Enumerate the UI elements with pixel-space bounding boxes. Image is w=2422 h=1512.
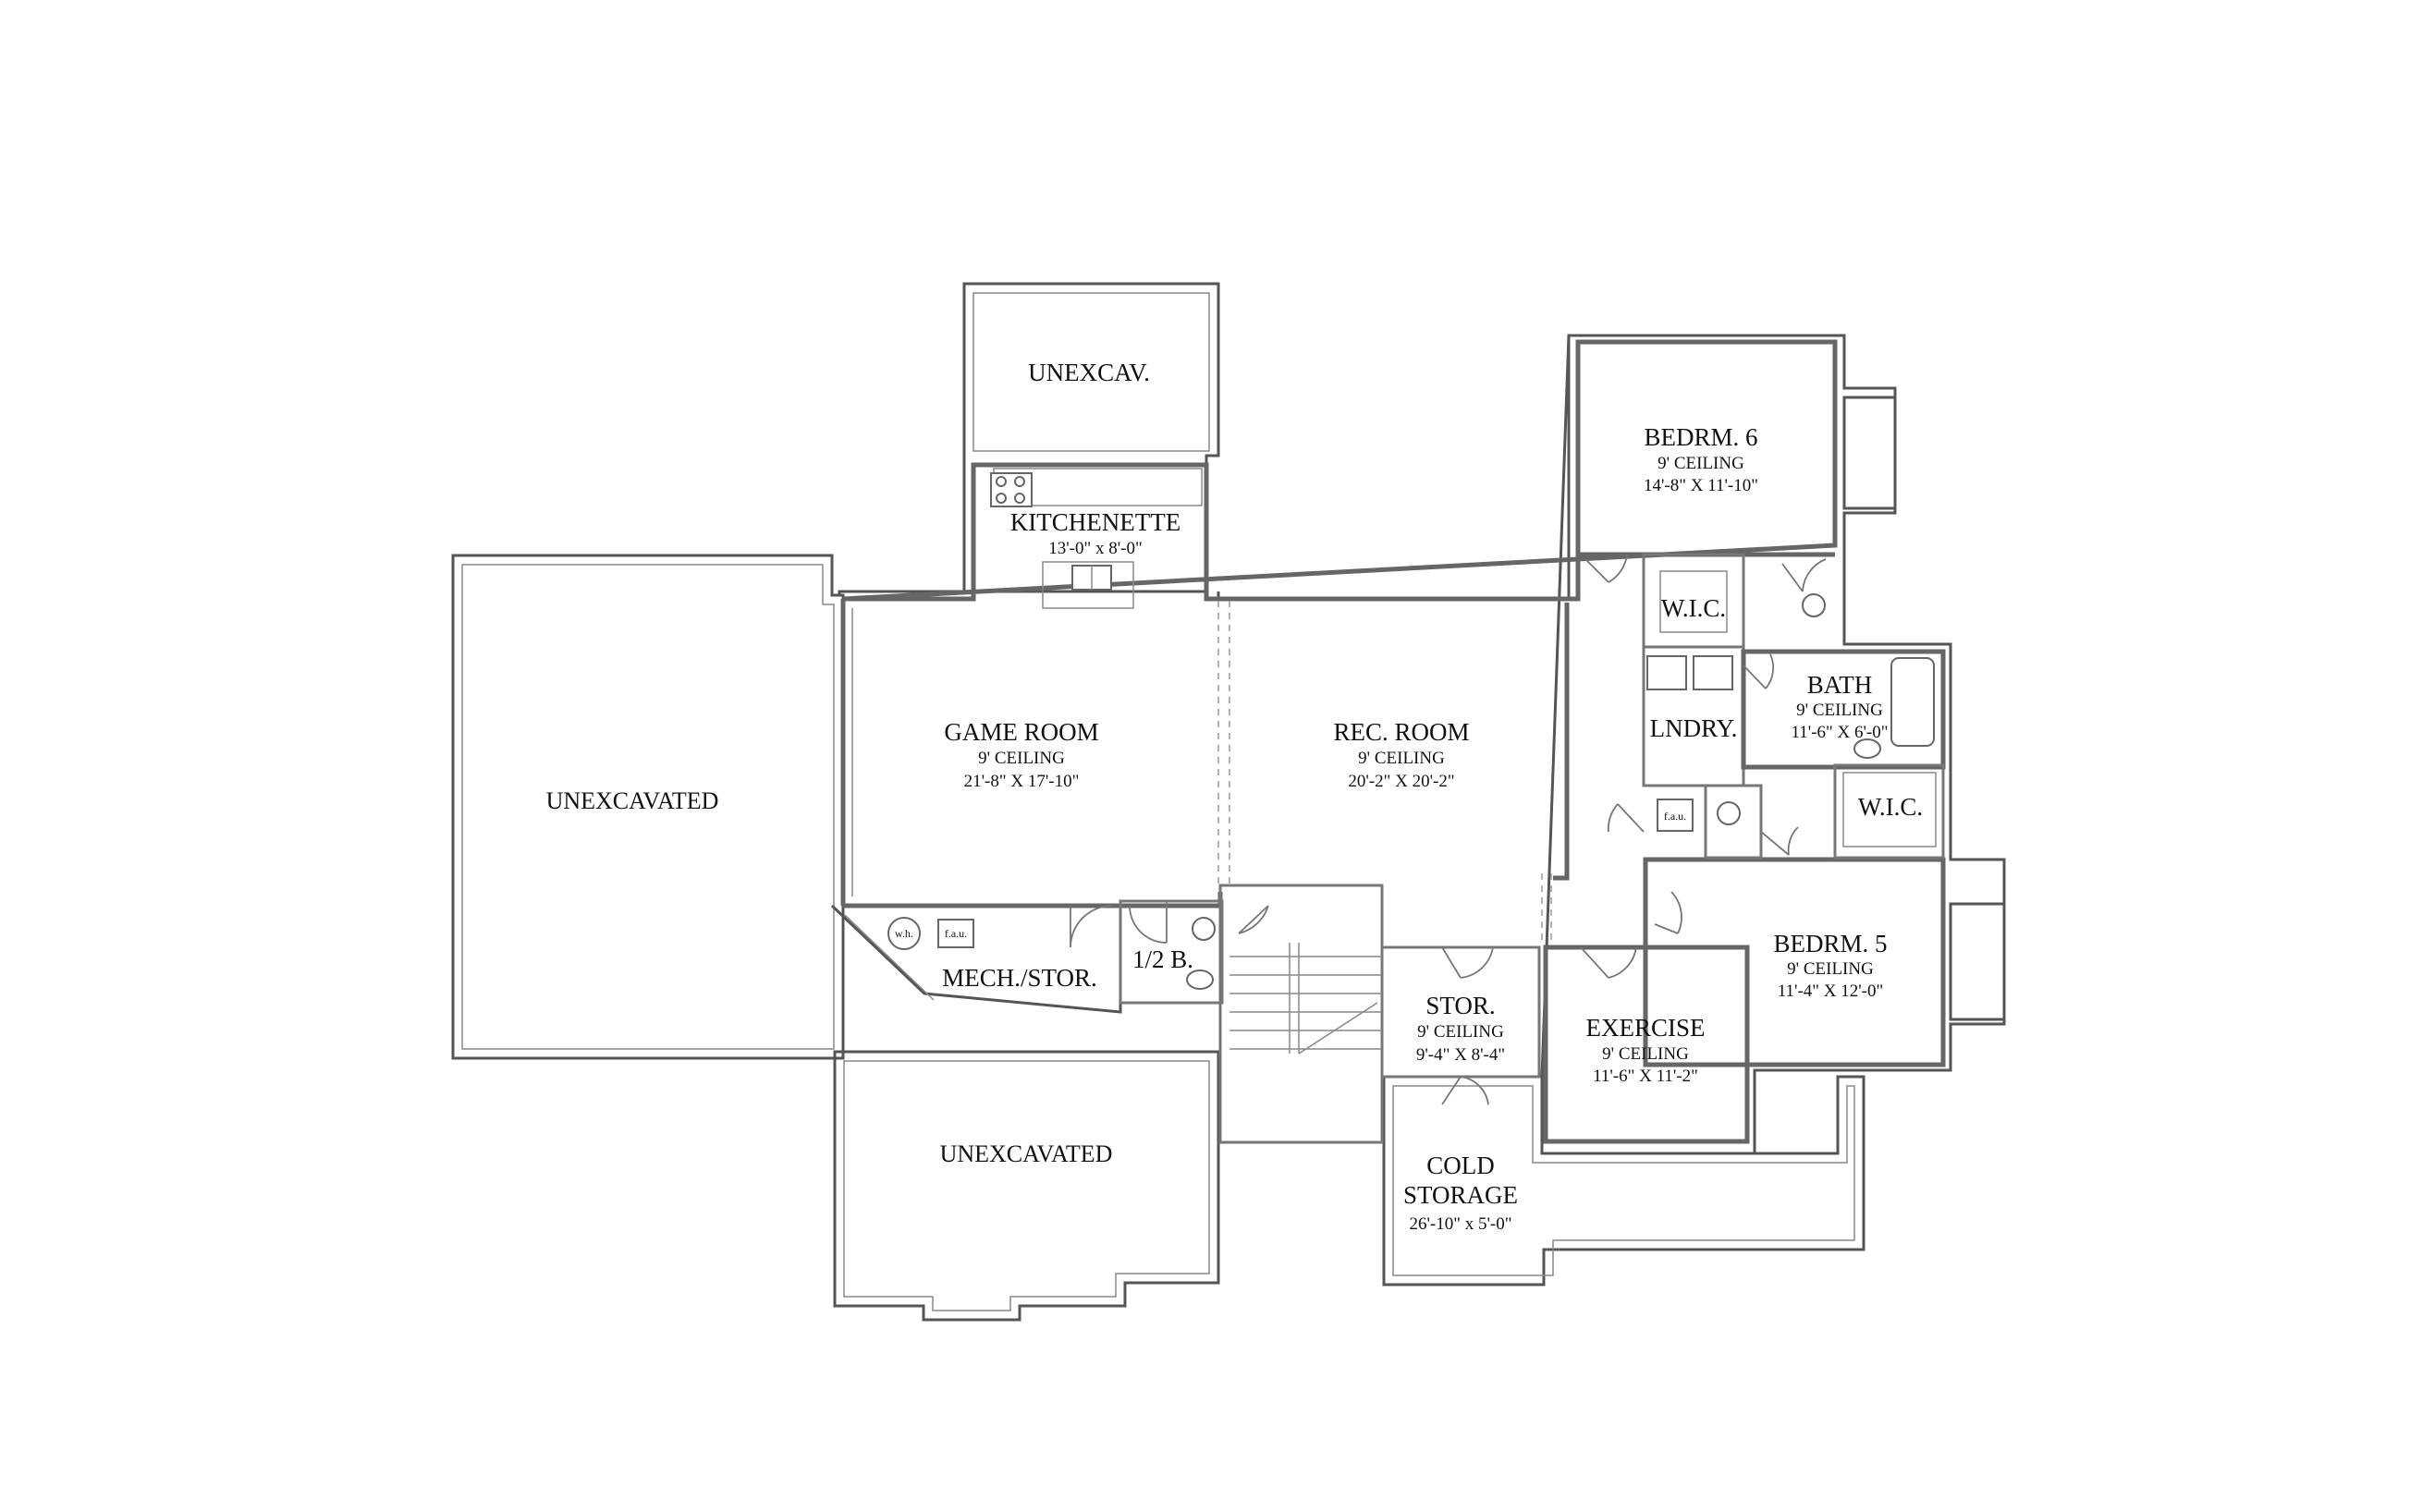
room-labels: UNEXCAV. KITCHENETTE 13'-0" x 8'-0" GAME… — [546, 359, 1924, 1234]
rec-room-ceiling: 9' CEILING — [1358, 749, 1445, 768]
bath-sink-lower-icon — [1717, 801, 1741, 825]
lndry-fau-label: f.a.u. — [1664, 810, 1686, 823]
exercise-dims: 11'-6" X 11'-2" — [1593, 1067, 1698, 1086]
water-heater-icon — [887, 917, 921, 950]
bathtub-icon — [1890, 657, 1935, 747]
game-room-label: GAME ROOM — [944, 718, 1098, 746]
bath-sink-top-icon — [1802, 593, 1826, 617]
half-bath-label: 1/2 B. — [1132, 945, 1193, 973]
mech-stor-label: MECH./STOR. — [942, 964, 1097, 992]
half-bath-toilet-icon — [1186, 969, 1214, 990]
lndry-furnace-icon — [1657, 799, 1694, 832]
doors — [1070, 554, 1827, 1105]
stor-label: STOR. — [1425, 992, 1495, 1019]
cold-storage-label-line2: STORAGE — [1403, 1181, 1518, 1209]
dryer-icon — [1693, 655, 1733, 690]
bath-toilet-icon — [1853, 738, 1881, 759]
rec-room-label: REC. ROOM — [1333, 718, 1469, 746]
unexcavated-left-label: UNEXCAVATED — [546, 787, 719, 814]
bath-ceiling: 9' CEILING — [1796, 701, 1883, 720]
unexcav-top-label: UNEXCAV. — [1028, 359, 1150, 386]
stor-dims: 9'-4" X 8'-4" — [1416, 1045, 1505, 1065]
wic-bottom-label: W.I.C. — [1858, 793, 1923, 821]
kitchenette-dims: 13'-0" x 8'-0" — [1048, 539, 1143, 558]
cold-storage-label-line1: COLD — [1426, 1152, 1495, 1179]
bedrm5-dims: 11'-4" X 12'-0" — [1778, 982, 1884, 1001]
wic-top-label: W.I.C. — [1661, 594, 1726, 622]
unexcavated-bottom-label: UNEXCAVATED — [940, 1140, 1113, 1167]
stor-ceiling: 9' CEILING — [1417, 1022, 1504, 1042]
furnace-icon — [937, 919, 974, 948]
exercise-label: EXERCISE — [1585, 1014, 1705, 1042]
bedrm6-dims: 14'-8" X 11'-10" — [1644, 476, 1758, 495]
exercise-ceiling: 9' CEILING — [1602, 1044, 1689, 1064]
mech-fau-label: f.a.u. — [945, 927, 967, 940]
washer-icon — [1646, 655, 1687, 690]
bath-dims: 11'-6" X 6'-0" — [1791, 723, 1888, 742]
kitchenette-label: KITCHENETTE — [1010, 508, 1180, 536]
exterior-walls — [451, 282, 2006, 1322]
bedrm6-label: BEDRM. 6 — [1644, 423, 1757, 451]
bedrm6-ceiling: 9' CEILING — [1657, 454, 1744, 473]
bath-label: BATH — [1807, 671, 1873, 699]
lndry-label: LNDRY. — [1650, 714, 1738, 742]
rec-room-dims: 20'-2" X 20'-2" — [1348, 772, 1454, 791]
bedrm5-ceiling: 9' CEILING — [1787, 959, 1874, 979]
staircase — [1229, 943, 1382, 1055]
half-bath-sink-icon — [1192, 917, 1216, 941]
game-room-ceiling: 9' CEILING — [978, 749, 1065, 768]
cold-storage-dims: 26'-10" x 5'-0" — [1409, 1214, 1511, 1234]
bedrm5-label: BEDRM. 5 — [1773, 930, 1887, 957]
water-heater-label: w.h. — [895, 927, 913, 940]
game-room-dims: 21'-8" X 17'-10" — [964, 772, 1080, 791]
fixtures — [887, 472, 1935, 990]
